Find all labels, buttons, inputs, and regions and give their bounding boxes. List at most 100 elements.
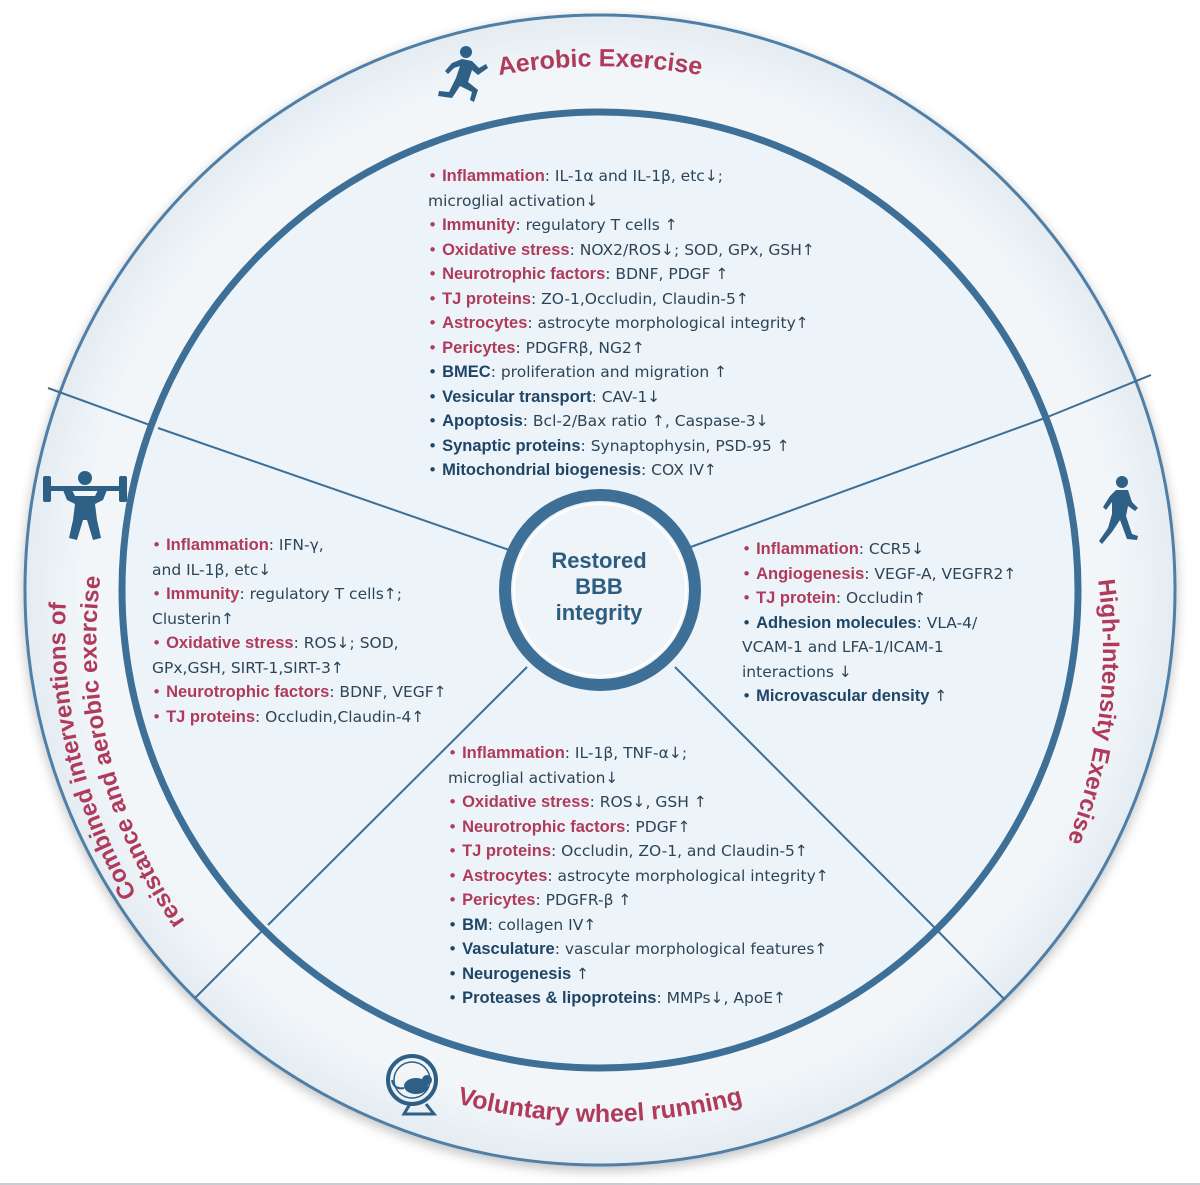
item-description: : IFN-γ, <box>268 536 324 554</box>
item-description: : Bcl-2/Bax ratio ↑, Caspase-3↓ <box>522 412 769 430</box>
bullet: • <box>428 363 438 381</box>
item-heading: Proteases & lipoproteins <box>462 989 657 1007</box>
list-item: • Adhesion molecules: VLA-4/ <box>742 611 1016 636</box>
bullet: • <box>428 387 438 406</box>
list-item: • Pericytes: PDGFR-β ↑ <box>448 888 829 913</box>
list-item: • TJ protein: Occludin↑ <box>742 586 1016 611</box>
center-circle <box>499 489 701 691</box>
bullet: • <box>152 585 162 603</box>
item-description: : collagen IV↑ <box>487 915 597 934</box>
item-description: : ROS↓; SOD, <box>293 634 399 652</box>
center-label-line1: Restored <box>551 548 647 573</box>
bullet: • <box>742 613 752 632</box>
item-heading: BMEC <box>442 363 491 381</box>
bullet: • <box>428 240 438 259</box>
item-heading: Inflammation <box>756 540 859 558</box>
bullet: • <box>428 289 438 308</box>
item-description: interactions ↓ <box>742 662 852 681</box>
divider-inner-left <box>157 427 516 553</box>
mouse-in-running-wheel-icon <box>386 1054 438 1116</box>
list-item: • Mitochondrial biogenesis: COX IV↑ <box>428 458 815 483</box>
bullet: • <box>742 589 752 607</box>
bullet: • <box>428 265 438 283</box>
aerobic-effects-list: • Inflammation: IL-1α and IL-1β, etc↓; m… <box>428 164 815 483</box>
list-item: • BMEC: proliferation and migration ↑ <box>428 360 815 385</box>
item-heading: Angiogenesis <box>756 564 865 583</box>
list-item: • Astrocytes: astrocyte morphological in… <box>448 864 829 889</box>
high-intensity-effects-list: • Inflammation: CCR5↓ • Angiogenesis: VE… <box>742 537 1016 709</box>
item-description: : proliferation and migration ↑ <box>490 363 728 381</box>
item-heading: Oxidative stress <box>462 793 590 811</box>
list-item: • Neurotrophic factors: BDNF, PDGF ↑ <box>428 262 815 287</box>
item-description: VCAM-1 and LFA-1/ICAM-1 <box>742 638 944 656</box>
list-item: • Astrocytes: astrocyte morphological in… <box>428 311 815 336</box>
center-label-line3: integrity <box>555 600 643 625</box>
center-circle-inner <box>513 503 687 677</box>
item-heading: BM <box>462 915 488 934</box>
item-description: : CCR5↓ <box>858 540 925 558</box>
bullet: • <box>152 536 162 554</box>
item-description: : astrocyte morphological integrity↑ <box>527 314 809 332</box>
bullet: • <box>742 564 752 583</box>
bullet: • <box>448 915 458 934</box>
bullet: • <box>742 687 752 705</box>
page-bottom-divider <box>0 1183 1200 1185</box>
item-description: : PDGFRβ, NG2↑ <box>515 338 645 357</box>
item-description: ↑ <box>929 687 948 705</box>
list-item-continuation: VCAM-1 and LFA-1/ICAM-1 <box>742 635 1016 660</box>
combined-effects-list: • Inflammation: IFN-γ, and IL-1β, etc↓ •… <box>152 533 447 729</box>
bullet: • <box>428 338 438 357</box>
item-heading: Neurotrophic factors <box>442 265 606 283</box>
list-item: • Inflammation: CCR5↓ <box>742 537 1016 562</box>
bullet: • <box>448 866 458 885</box>
list-item: • Vasculature: vascular morphological fe… <box>448 937 829 962</box>
divider-outer-right-upper <box>1044 374 1152 419</box>
item-description: : VLA-4/ <box>916 613 978 632</box>
item-description: : BDNF, PDGF ↑ <box>605 265 729 283</box>
center-label-line2: BBB <box>575 574 623 599</box>
bullet: • <box>448 891 458 909</box>
list-item-continuation: and IL-1β, etc↓ <box>152 558 447 583</box>
item-heading: Neurotrophic factors <box>462 817 626 836</box>
bullet: • <box>428 167 438 185</box>
item-description: : ZO-1,Occludin, Claudin-5↑ <box>531 289 749 308</box>
item-description: : COX IV↑ <box>641 461 717 479</box>
item-heading: Oxidative stress <box>166 634 294 652</box>
list-item: • Neurotrophic factors: PDGF↑ <box>448 815 829 840</box>
item-description: : regulatory T cells↑; <box>239 585 403 603</box>
item-heading: Oxidative stress <box>442 240 570 259</box>
list-item: • Oxidative stress: ROS↓, GSH ↑ <box>448 790 829 815</box>
item-description: : IL-1β, TNF-α↓; <box>564 744 688 762</box>
bullet: • <box>428 314 438 332</box>
item-heading: TJ protein <box>756 589 836 607</box>
divider-inner-lower-left <box>267 666 528 926</box>
item-heading: Vesicular transport <box>442 387 592 406</box>
item-description: Clusterin↑ <box>152 609 235 628</box>
item-heading: Adhesion molecules <box>756 613 917 632</box>
list-item: • Inflammation: IL-1β, TNF-α↓; <box>448 741 829 766</box>
item-description: : CAV-1↓ <box>591 387 661 406</box>
item-heading: Vasculature <box>462 940 555 958</box>
item-heading: TJ proteins <box>442 289 532 308</box>
divider-inner-lower-right <box>674 666 936 929</box>
bullet: • <box>448 940 458 958</box>
running-person-icon <box>438 46 488 102</box>
item-description: ↑ <box>571 964 590 983</box>
divider-outer-right-lower <box>934 927 1006 1001</box>
item-description: : Synaptophysin, PSD-95 ↑ <box>580 436 790 455</box>
item-description: : IL-1α and IL-1β, etc↓; <box>544 167 724 185</box>
list-item-continuation: GPx,GSH, SIRT-1,SIRT-3↑ <box>152 656 447 681</box>
item-description: : astrocyte morphological integrity↑ <box>547 866 829 885</box>
item-heading: Inflammation <box>462 744 565 762</box>
item-description: : regulatory T cells ↑ <box>515 216 678 234</box>
item-description: : vascular morphological features↑ <box>554 940 828 958</box>
bullet: • <box>448 842 458 860</box>
list-item-continuation: microglial activation↓ <box>448 766 829 791</box>
list-item: • Apoptosis: Bcl-2/Bax ratio ↑, Caspase-… <box>428 409 815 434</box>
bullet: • <box>448 744 458 762</box>
list-item-continuation: microglial activation↓ <box>428 189 815 214</box>
list-item: • Immunity: regulatory T cells↑; <box>152 582 447 607</box>
list-item: • Neurogenesis ↑ <box>448 962 829 987</box>
item-heading: Neurogenesis <box>462 964 572 983</box>
